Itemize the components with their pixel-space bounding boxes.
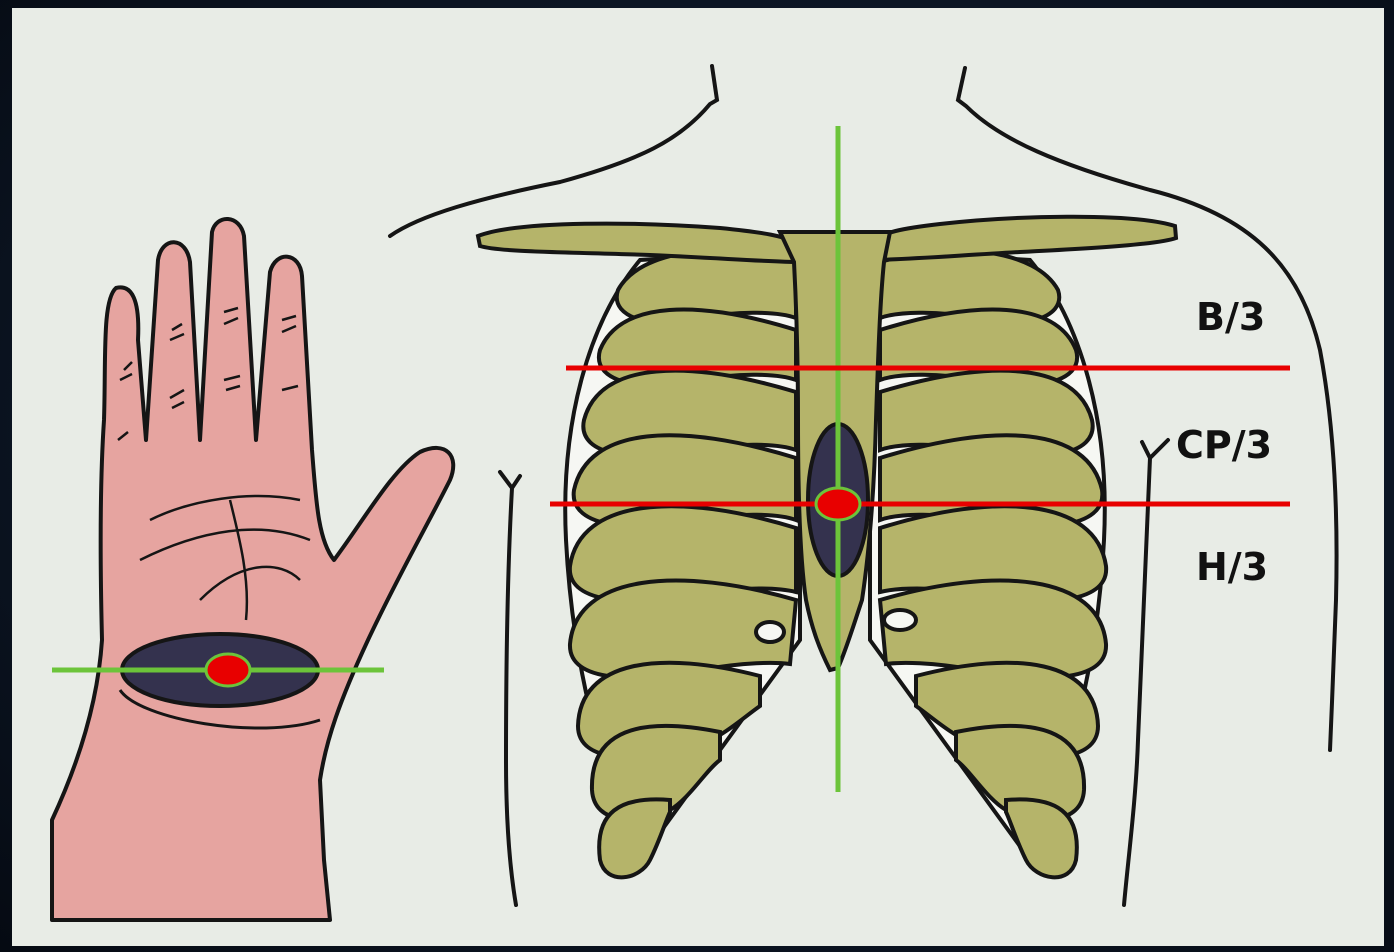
label-middle-third: CP/3 <box>1176 423 1272 467</box>
label-lower-third: H/3 <box>1196 545 1268 589</box>
hand-compression-point <box>206 654 250 686</box>
label-upper-third: B/3 <box>1196 295 1265 339</box>
sternum-compression-point <box>816 488 860 520</box>
